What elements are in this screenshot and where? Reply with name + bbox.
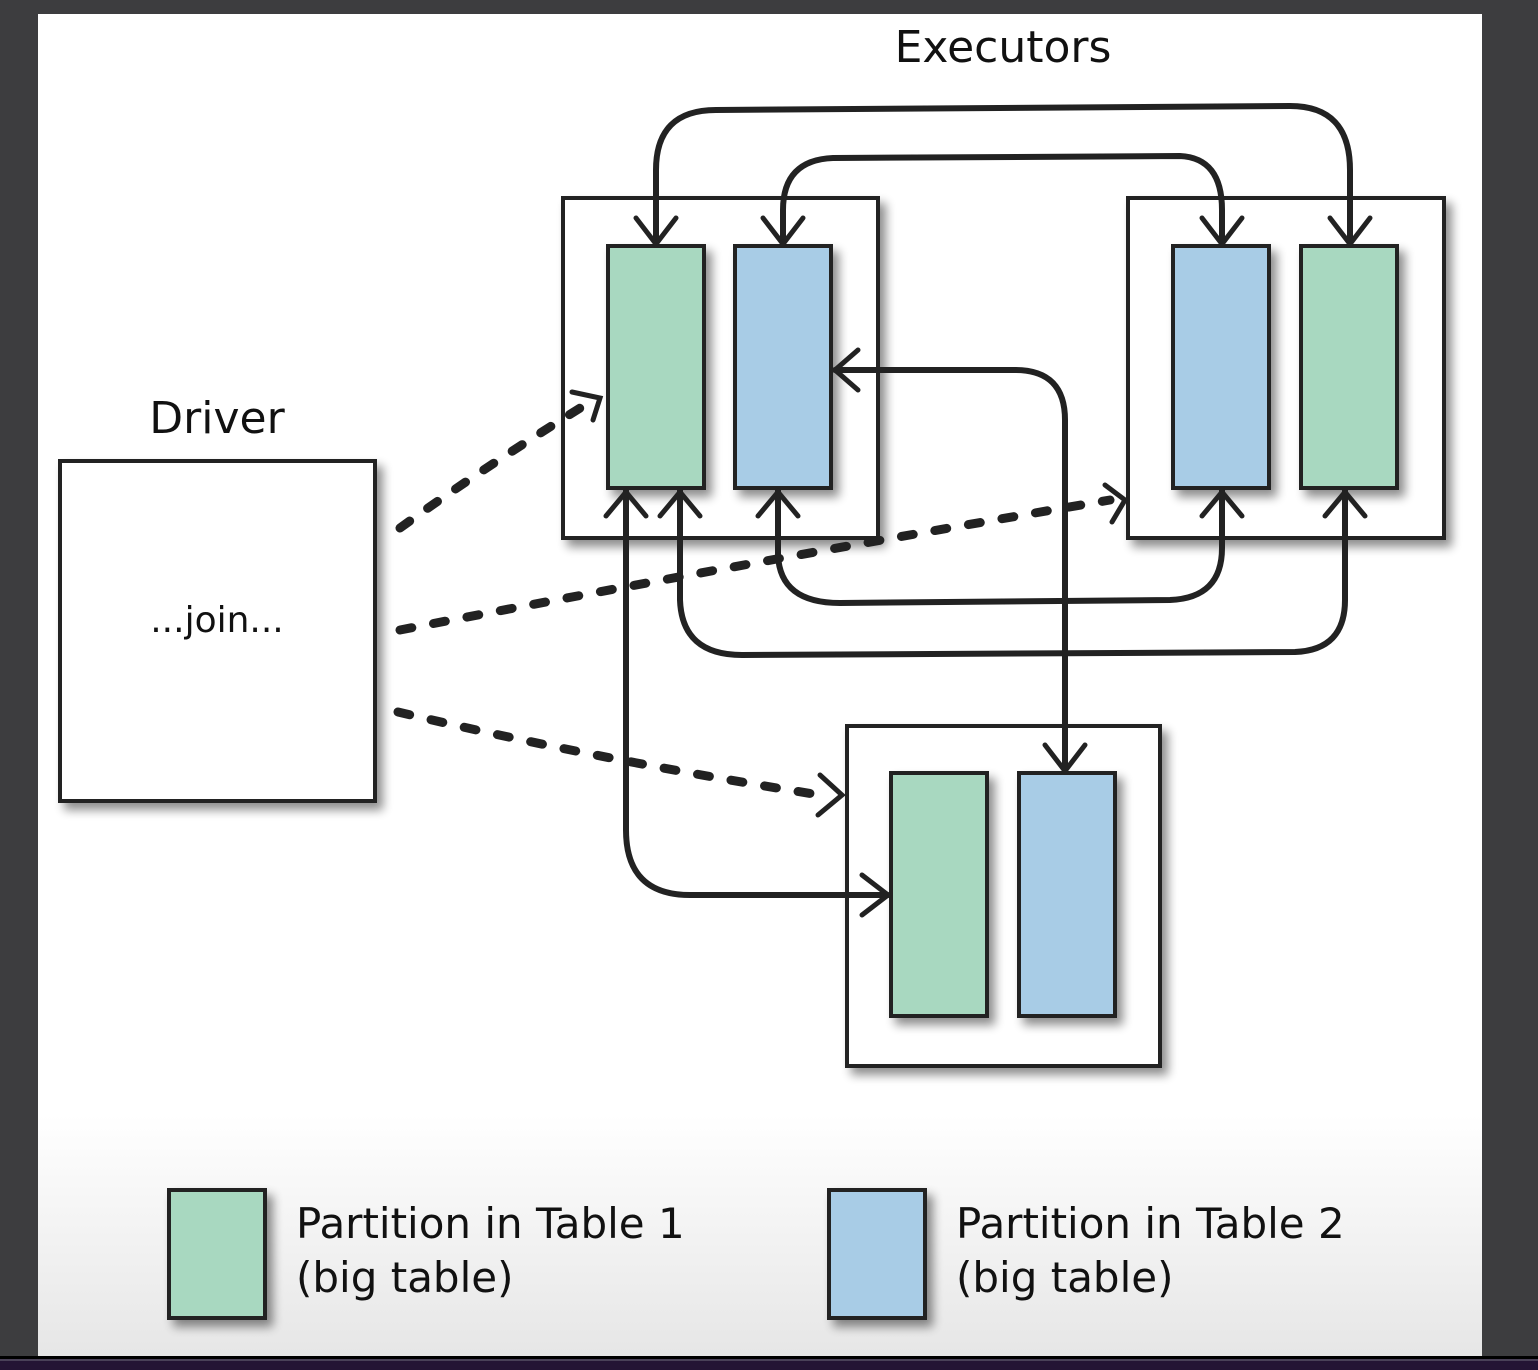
arrowhead-icon [633,215,679,249]
shuffle-line-top-inner [780,153,1225,247]
arrowhead-icon [657,488,703,519]
shuffle-line-bottom-inner [775,487,1225,606]
legend-swatch-table1 [167,1188,267,1320]
arrowhead-icon [1042,742,1088,776]
arrowhead-icon [859,872,893,918]
arrowhead-icon [1199,215,1245,249]
arrowhead-icon [1322,488,1368,519]
arrowhead-icon [760,215,806,249]
driver-label: Driver [149,393,285,444]
driver-to-executor-2-dotted [395,495,1115,635]
executor-1 [561,196,880,540]
legend-label-table1-line1: Partition in Table 1 [296,1199,685,1248]
shuffle-line-to-executor-3-table2 [832,367,1068,773]
executor-2-partition-table2 [1171,244,1271,490]
arrowhead-icon [755,488,801,519]
legend-label-table1-line2: (big table) [296,1253,514,1302]
arrowhead-icon [815,772,846,818]
legend-label-table2-line2: (big table) [956,1253,1174,1302]
executor-3 [845,724,1162,1068]
legend-label-table2-line1: Partition in Table 2 [956,1199,1345,1248]
driver-content: ...join... [150,600,284,641]
executors-title: Executors [895,22,1112,73]
arrowhead-icon [1327,215,1373,249]
driver-box [58,459,377,803]
executor-2-partition-table1 [1299,244,1399,490]
arrowhead-icon [1102,482,1129,525]
executor-1-partition-table1 [606,244,706,490]
legend-swatch-table2 [827,1188,927,1320]
executor-1-partition-table2 [733,244,833,490]
arrowhead-icon [569,389,604,423]
driver-to-executor-3-dotted [393,707,825,800]
executor-3-partition-table2 [1017,771,1117,1018]
shuffle-line-bottom-outer [677,487,1348,658]
arrowhead-icon [1199,488,1245,519]
shuffle-line-to-executor-3-table1 [623,487,891,898]
arrowhead-icon [603,488,649,519]
legend: Partition in Table 1 (big table) Partiti… [167,1188,1345,1320]
taskbar-strip [0,1356,1538,1370]
shuffle-line-top-outer [653,103,1353,247]
driver-to-executor-1-dotted [395,400,590,533]
arrowhead-icon [831,347,861,393]
executor-3-partition-table1 [889,771,989,1018]
executor-2 [1126,196,1446,540]
